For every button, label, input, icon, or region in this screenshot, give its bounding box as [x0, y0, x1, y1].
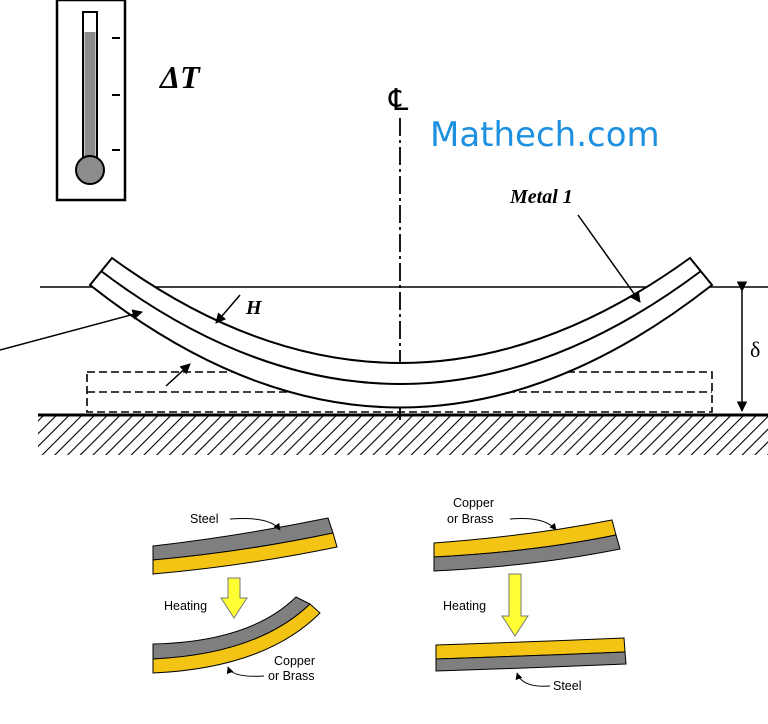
- left-top-copper-layer: [152, 532, 338, 575]
- thickness-arrow-bottom: [165, 363, 191, 387]
- deflection-label: δ: [750, 337, 760, 362]
- thermometer-fluid: [84, 32, 96, 162]
- left-bottom-leader: [226, 666, 265, 677]
- centerline-symbol: ℄: [388, 83, 408, 118]
- panel-right: Copper or Brass Heating Steel: [433, 496, 627, 693]
- watermark-text: Mathech.com: [430, 115, 660, 155]
- thermometer-bulb: [75, 155, 105, 185]
- metal1-leader: [577, 214, 641, 303]
- panel-left: Steel Heating Copper or Brass: [152, 512, 338, 683]
- left-heating-label: Heating: [164, 599, 207, 613]
- right-bottom-steel-layer: [435, 651, 627, 672]
- metal1-label: Metal 1: [509, 186, 573, 208]
- left-top-label: Steel: [190, 512, 219, 526]
- metal2-leader: [0, 309, 144, 351]
- left-bottom-label-line1: Copper: [274, 654, 315, 668]
- left-bottom-copper-layer: [152, 603, 321, 674]
- thickness-arrow-top: [215, 294, 241, 324]
- right-top-steel-layer: [433, 534, 621, 572]
- delta-t-label: ΔT: [158, 59, 201, 95]
- left-heating-arrow: [220, 577, 248, 619]
- right-top-leader: [509, 518, 557, 531]
- thickness-label: H: [245, 297, 263, 319]
- right-top-label-line1: Copper: [453, 496, 494, 510]
- thermometer: [55, 0, 127, 202]
- right-heating-label: Heating: [443, 599, 486, 613]
- left-top-leader: [229, 518, 281, 531]
- right-bottom-leader: [515, 672, 551, 687]
- left-bottom-label-line2: or Brass: [268, 669, 315, 683]
- right-bottom-label: Steel: [553, 679, 582, 693]
- bent-bimetal-strip: [88, 256, 714, 409]
- bent-strip-outline: [88, 256, 714, 409]
- right-heating-arrow: [501, 573, 529, 637]
- ground: [38, 413, 768, 455]
- bent-strip-interface: [100, 270, 702, 385]
- right-top-label-line2: or Brass: [447, 512, 494, 526]
